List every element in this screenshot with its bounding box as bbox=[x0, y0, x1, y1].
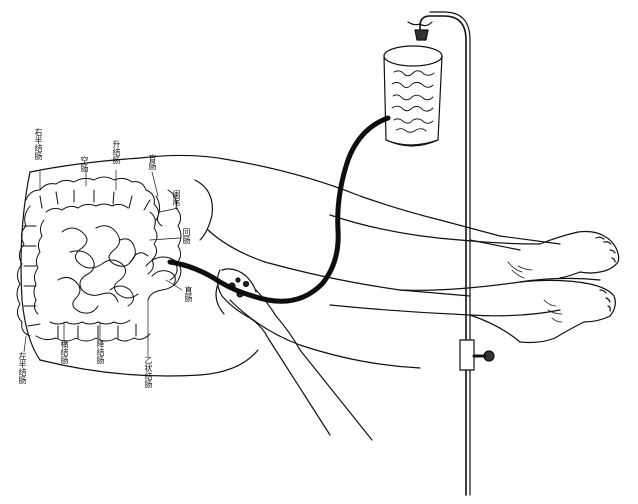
label-cecum: 盲肠 bbox=[148, 154, 157, 170]
label-descending-colon: 降结肠 bbox=[96, 340, 105, 364]
label-sigmoid-colon: 乙状结肠 bbox=[144, 356, 153, 388]
label-jejunum: 空肠 bbox=[80, 156, 89, 172]
iv-pole-icon bbox=[407, 11, 495, 496]
patient-body bbox=[20, 154, 620, 377]
label-rectum: 直肠 bbox=[184, 286, 193, 302]
label-ascending-colon: 升结肠 bbox=[112, 140, 121, 164]
intestine-diagram bbox=[16, 169, 183, 357]
enema-tube-icon bbox=[167, 115, 391, 304]
label-transverse-colon: 横结肠 bbox=[60, 340, 69, 364]
label-appendix: 阑尾 bbox=[172, 190, 181, 206]
label-ileum: 回肠 bbox=[182, 228, 191, 244]
label-right-colon: 右半结肠 bbox=[34, 128, 43, 160]
enema-bag-icon bbox=[383, 45, 443, 147]
label-left-colon: 左半结肠 bbox=[18, 352, 27, 384]
nurse-arm bbox=[215, 268, 373, 441]
